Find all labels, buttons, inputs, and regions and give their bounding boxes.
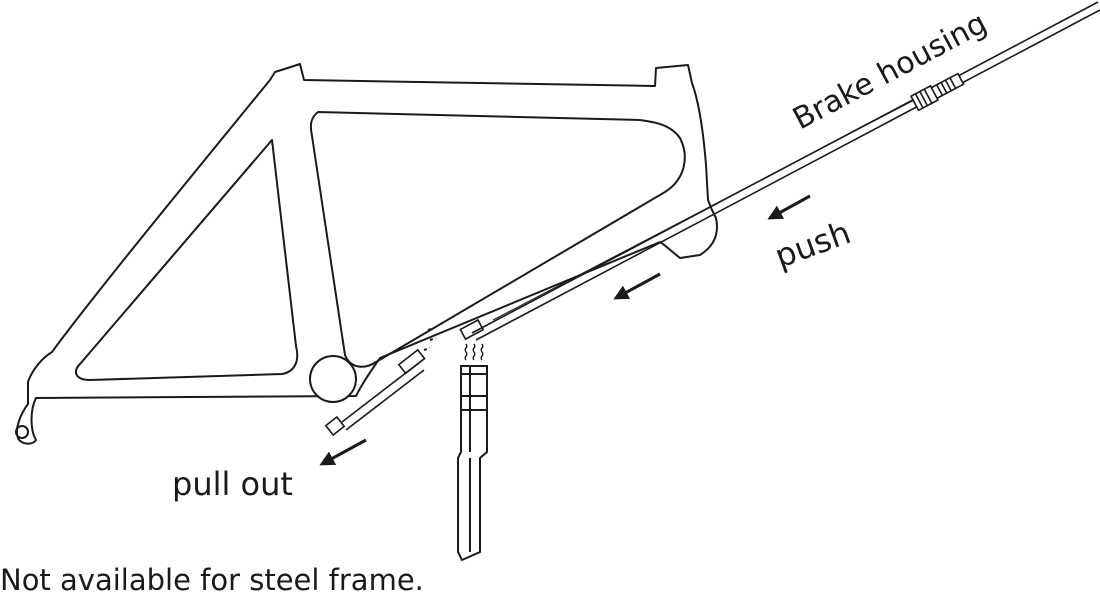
pull-out-label: pull out <box>172 465 293 503</box>
frame-outer-outline <box>16 63 719 445</box>
bottom-bracket <box>309 355 357 403</box>
barrel-adjuster <box>909 72 965 112</box>
brake-housing-cable <box>459 1 1100 341</box>
cable-port-marks <box>423 327 437 351</box>
housing-ferrule-inner <box>459 318 485 341</box>
magnet-tool <box>457 365 488 562</box>
arrow-left-down-icon <box>319 194 811 466</box>
pull-out-arrow <box>319 438 367 466</box>
frame-main-triangle <box>309 111 686 368</box>
bike-frame <box>15 63 719 445</box>
footnote-text: Not available for steel frame. <box>0 563 424 597</box>
push-arrow-upper <box>767 194 811 220</box>
rear-dropout <box>15 425 29 439</box>
cable-end-cap <box>324 415 346 437</box>
brake-housing-label: Brake housing <box>787 6 992 137</box>
push-arrow-lower <box>613 272 661 300</box>
frame-rear-triangle <box>74 139 299 381</box>
wavy-heat-icon <box>464 343 484 361</box>
push-label: push <box>770 213 856 275</box>
exiting-cable <box>324 348 426 437</box>
cable-end-ferrule <box>397 348 426 375</box>
